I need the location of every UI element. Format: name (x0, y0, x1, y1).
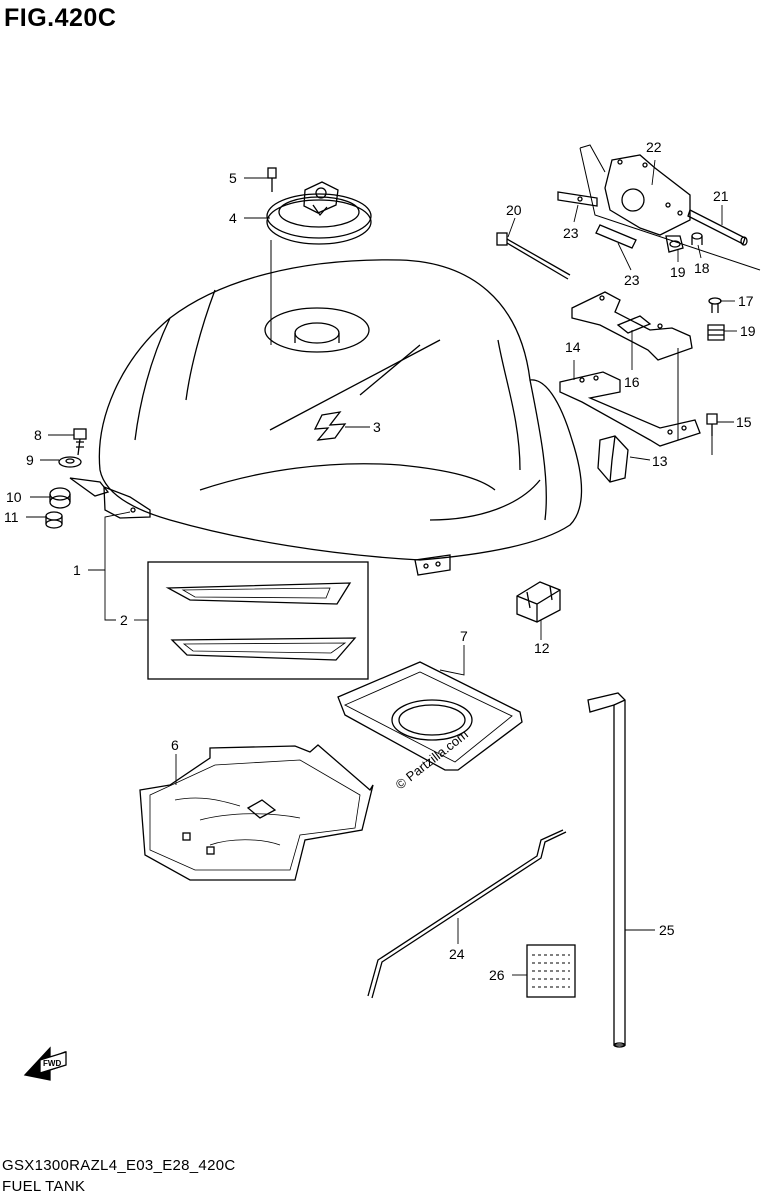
callout-25: 25 (659, 922, 675, 938)
model-code: GSX1300RAZL4_E03_E28_420C (2, 1157, 236, 1174)
watermark: © Partzilla.com (393, 727, 471, 793)
callout-16: 16 (624, 374, 640, 390)
decal-upper[interactable] (165, 582, 352, 605)
breather-hose-24[interactable] (367, 829, 567, 999)
cushion-13[interactable] (597, 435, 629, 483)
callout-21: 21 (713, 188, 729, 204)
grommet-19a[interactable] (665, 235, 684, 253)
decal-lower[interactable] (170, 637, 357, 661)
callout-3: 3 (373, 419, 381, 435)
callouts: 5 4 1 2 3 8 9 10 11 7 6 12 13 14 15 16 1… (4, 139, 756, 983)
fwd-label: FWD (43, 1059, 61, 1068)
section-name: FUEL TANK (2, 1178, 86, 1195)
callout-8: 8 (34, 427, 42, 443)
protector-plate[interactable] (337, 661, 523, 771)
callout-10: 10 (6, 489, 22, 505)
decal-inset-box (147, 561, 369, 680)
callout-19b: 19 (740, 323, 756, 339)
callout-7: 7 (460, 628, 468, 644)
washer-9[interactable] (58, 456, 82, 468)
collar-11[interactable] (45, 511, 63, 529)
collar-18[interactable] (691, 232, 703, 245)
callout-22: 22 (646, 139, 662, 155)
bolt-8[interactable] (73, 428, 87, 456)
callout-23b: 23 (624, 272, 640, 288)
bolt-20[interactable] (496, 232, 571, 280)
callout-1: 1 (73, 562, 81, 578)
callout-18: 18 (694, 260, 710, 276)
callout-17: 17 (738, 293, 754, 309)
shaft-21[interactable] (687, 209, 748, 246)
callout-6: 6 (171, 737, 179, 753)
suzuki-emblem (313, 411, 347, 441)
callout-14: 14 (565, 339, 581, 355)
cap-screw[interactable] (267, 167, 277, 192)
callout-19a: 19 (670, 264, 686, 280)
fuel-tank[interactable] (69, 259, 583, 576)
cushion-12[interactable] (516, 581, 561, 623)
callout-13: 13 (652, 453, 668, 469)
callout-12: 12 (534, 640, 550, 656)
hinge-bracket-22[interactable] (604, 154, 691, 236)
fuel-cap-assembly[interactable] (266, 181, 372, 245)
figure-title: FIG.420C (4, 4, 117, 32)
bolt-15[interactable] (706, 413, 718, 436)
pad-26[interactable] (526, 944, 576, 998)
grommet-19b[interactable] (707, 324, 725, 341)
callout-23a: 23 (563, 225, 579, 241)
callout-2: 2 (120, 612, 128, 628)
insulator-mat[interactable] (139, 744, 374, 881)
callout-11: 11 (4, 509, 19, 525)
cushion-10[interactable] (49, 487, 71, 509)
bracket-14[interactable] (559, 371, 701, 447)
callout-4: 4 (229, 210, 237, 226)
callout-20: 20 (506, 202, 522, 218)
callout-24: 24 (449, 946, 465, 962)
callout-15: 15 (736, 414, 752, 430)
drain-hose-25[interactable] (587, 692, 626, 1048)
plate-23b[interactable] (595, 224, 637, 249)
callout-9: 9 (26, 452, 34, 468)
forward-direction-arrow: FWD (23, 1046, 67, 1081)
leader-lines (26, 159, 737, 976)
callout-26: 26 (489, 967, 505, 983)
plate-23a[interactable] (557, 191, 598, 207)
bolt-17[interactable] (708, 297, 722, 313)
callout-5: 5 (229, 170, 237, 186)
bracket-16[interactable] (571, 291, 693, 361)
